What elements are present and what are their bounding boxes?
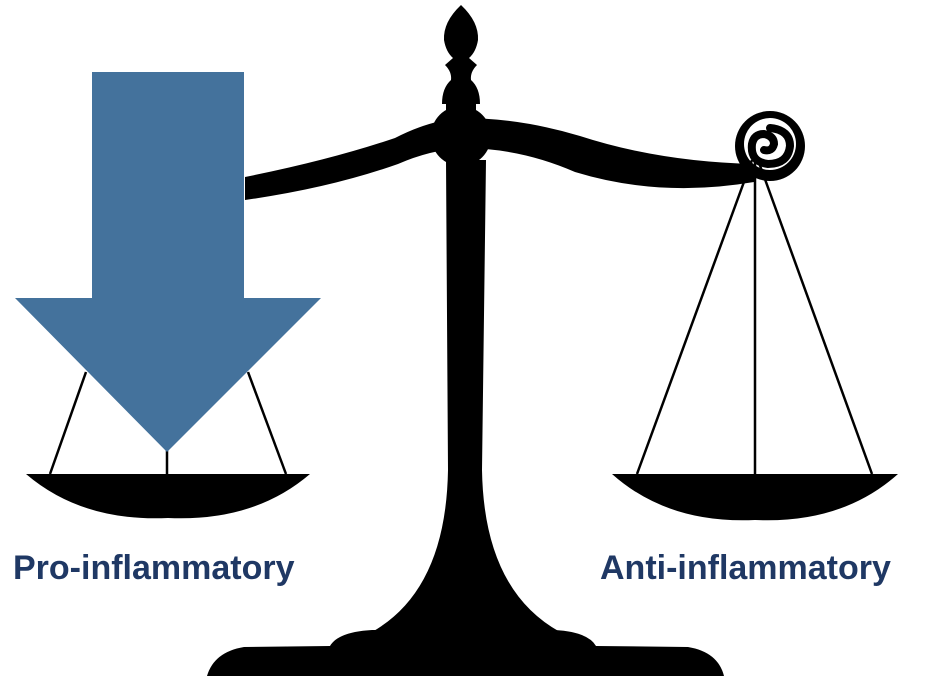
- scale-beam: [245, 118, 755, 200]
- scale-finial: [442, 5, 480, 104]
- anti-inflammatory-label: Anti-inflammatory: [600, 548, 891, 588]
- pro-inflammatory-label: Pro-inflammatory: [13, 548, 295, 588]
- scale-pivot: [431, 106, 491, 166]
- scale-column: [372, 160, 560, 632]
- down-arrow-icon: [15, 72, 321, 452]
- scale-base: [207, 630, 724, 676]
- right-pan-strings: [637, 160, 872, 474]
- right-pan: [612, 474, 898, 520]
- left-pan: [26, 474, 310, 518]
